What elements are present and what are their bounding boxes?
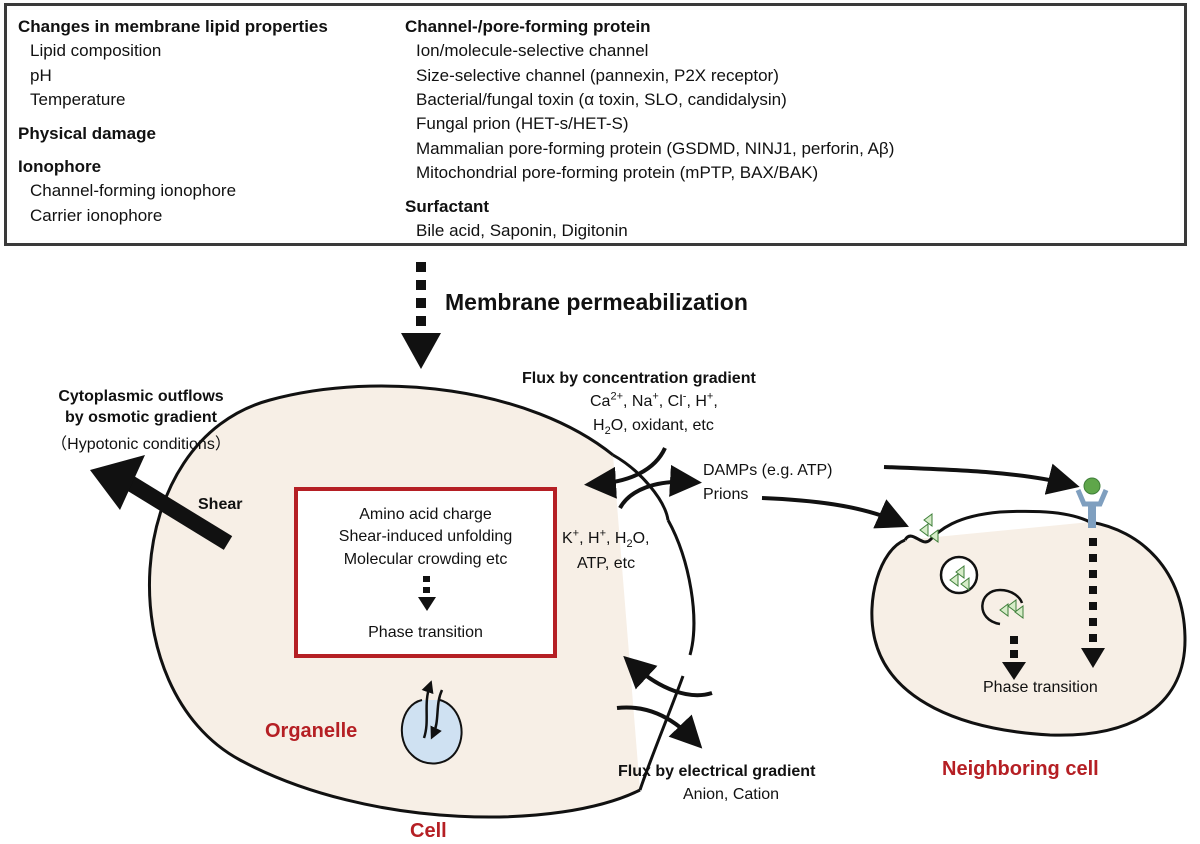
outflow-title-2: by osmotic gradient xyxy=(64,409,218,426)
damps-arrow xyxy=(883,463,1080,495)
neighbor-cell-label: Neighboring cell xyxy=(942,758,1099,780)
item-lipid-composition: Lipid composition xyxy=(30,41,162,60)
organelle xyxy=(400,680,463,765)
item-surfactants: Bile acid, Saponin, Digitonin xyxy=(416,221,628,240)
conc-flux-ions: Ca2+, Na+, Cl-, H+, xyxy=(590,390,718,410)
shear-label: Shear xyxy=(198,496,243,513)
item-fungal-prion: Fungal prion (HET-s/HET-S) xyxy=(416,114,629,133)
inner-phase-arrow xyxy=(418,576,436,611)
elec-arrow-out xyxy=(616,705,703,749)
item-carrier-ionophore: Carrier ionophore xyxy=(30,206,163,225)
neighbor-arrow-right xyxy=(1081,538,1105,668)
flux-arrow-in xyxy=(584,447,667,499)
neighbor-arrow-left xyxy=(1002,636,1026,680)
heading-pore-protein: Channel-/pore-forming protein xyxy=(405,17,651,36)
prions-arrow xyxy=(761,496,909,529)
elec-arrow-in xyxy=(623,655,713,698)
red-box-line-2: Shear-induced unfolding xyxy=(338,528,513,545)
outflow-arrow xyxy=(90,455,233,550)
heading-lipid-properties: Changes in membrane lipid properties xyxy=(18,17,328,36)
item-size-channel: Size-selective channel (pannexin, P2X re… xyxy=(416,66,779,85)
flux-arrow-out xyxy=(618,464,702,510)
cell-label: Cell xyxy=(410,820,447,842)
item-channel-ionophore: Channel-forming ionophore xyxy=(30,181,237,200)
phase-transition-box xyxy=(294,487,557,658)
heading-physical-damage: Physical damage xyxy=(18,124,156,143)
conc-flux-title: Flux by concentration gradient xyxy=(522,370,756,387)
inner-ions-line2: ATP, etc xyxy=(577,555,636,572)
causes-box xyxy=(4,3,1187,246)
item-selective-channel: Ion/molecule-selective channel xyxy=(416,41,649,60)
red-box-line-3: Molecular crowding etc xyxy=(343,551,508,568)
outflow-title-1: Cytoplasmic outflows xyxy=(58,388,224,405)
item-toxin: Bacterial/fungal toxin (α toxin, SLO, ca… xyxy=(416,90,787,109)
elec-flux-items: Anion, Cation xyxy=(683,786,780,803)
elec-flux-title: Flux by electrical gradient xyxy=(618,763,816,780)
red-box-line-1: Amino acid charge xyxy=(359,506,492,523)
neighbor-phase-label: Phase transition xyxy=(983,679,1098,696)
item-temperature: Temperature xyxy=(30,90,126,109)
prion-fibrils xyxy=(919,513,939,543)
cell-membrane-right-upper xyxy=(666,519,696,656)
outflow-subtitle: （Hypotonic conditions） xyxy=(51,436,231,453)
organelle-label: Organelle xyxy=(265,720,358,742)
inner-ions-line1: K+, H+, H2O, xyxy=(562,527,650,551)
conc-flux-line2: H2O, oxidant, etc xyxy=(593,417,714,438)
neighbor-membrane xyxy=(870,520,1187,737)
heading-surfactant: Surfactant xyxy=(405,197,490,216)
item-ph: pH xyxy=(30,66,52,85)
receptor xyxy=(1075,477,1109,528)
endosome xyxy=(939,555,979,595)
permeabilization-label: Membrane permeabilization xyxy=(445,289,748,315)
damps-label: DAMPs (e.g. ATP) xyxy=(703,462,833,479)
item-mammalian-pore: Mammalian pore-forming protein (GSDMD, N… xyxy=(416,139,895,158)
heading-ionophore: Ionophore xyxy=(18,157,102,176)
red-box-result: Phase transition xyxy=(368,624,483,641)
item-mito-pore: Mitochondrial pore-forming protein (mPTP… xyxy=(416,163,819,182)
lysosome xyxy=(981,588,1024,626)
prions-label: Prions xyxy=(703,486,749,503)
permeabilization-arrow xyxy=(401,262,441,369)
cell-membrane-right-lower xyxy=(638,675,685,791)
